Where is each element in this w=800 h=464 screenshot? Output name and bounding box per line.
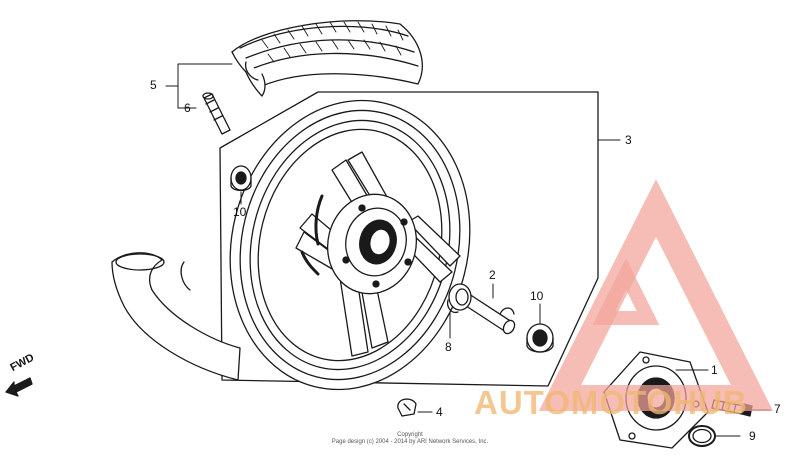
callout-10-left: 10 [233,205,247,219]
wheel-assembly-outline [219,91,599,387]
callout-7: 7 [774,402,781,416]
bearing-left [230,165,252,192]
inner-tube [111,252,241,381]
rear-wheel [229,99,471,391]
callout-6: 6 [184,101,191,115]
bearing-right [526,323,554,353]
automotohub-logo [538,179,774,411]
leader-5 [165,63,233,109]
callout-9: 9 [749,429,756,443]
valve-stem [202,92,231,135]
callout-4: 4 [436,405,443,419]
o-ring [688,425,716,447]
spacer-clip [397,398,417,417]
callout-8: 8 [445,340,452,354]
fwd-arrow-icon [5,377,33,397]
callout-1: 1 [711,363,718,377]
copyright-line-1: Copyright [397,432,423,438]
callout-10-right: 10 [530,289,544,303]
tire-outer [231,20,423,97]
copyright-notice: Copyright Page design (c) 2004 - 2014 by… [300,432,520,446]
callout-5: 5 [150,78,157,92]
dust-seal [446,283,472,314]
callout-3: 3 [625,133,632,147]
watermark-text: AUTOMOTOHUB [474,384,748,421]
copyright-line-2: Page design (c) 2004 - 2014 by ARI Netwo… [331,439,489,445]
callout-2: 2 [489,268,496,282]
axle-collar [459,291,516,335]
